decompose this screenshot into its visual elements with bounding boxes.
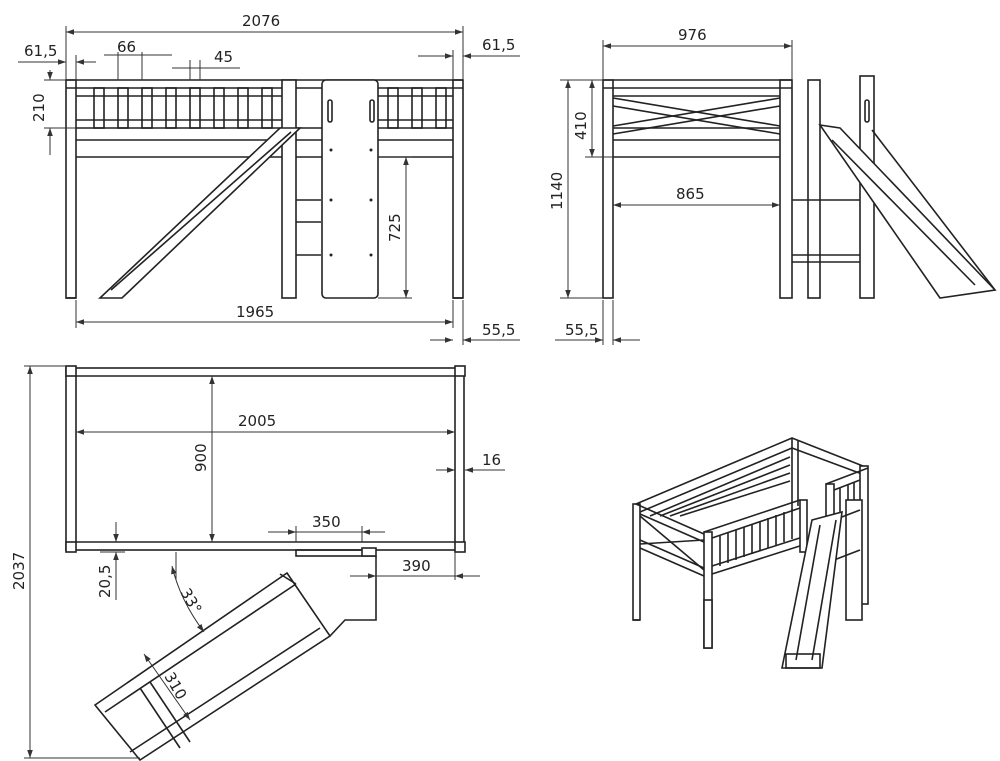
dim-side-post-width: 55,5 bbox=[565, 321, 598, 339]
front-center-board bbox=[321, 79, 379, 299]
top-dimensions: 2037 2005 900 16 350 390 20,5 33° 310 bbox=[10, 365, 505, 759]
front-dimensions: 2076 61,5 66 45 61,5 210 725 1965 5 bbox=[18, 12, 520, 345]
dim-front-post-offset-right: 61,5 bbox=[482, 36, 515, 54]
dim-front-ladder-height: 725 bbox=[386, 213, 404, 242]
dim-side-rail-height: 410 bbox=[572, 111, 590, 140]
iso-front-bars bbox=[719, 509, 793, 566]
side-right-post bbox=[779, 79, 793, 299]
dim-top-frame-length: 2005 bbox=[238, 412, 276, 430]
top-frame bbox=[65, 367, 465, 551]
side-dimensions: 976 410 1140 865 55,5 bbox=[548, 26, 793, 345]
dim-side-total-height: 1140 bbox=[548, 172, 566, 210]
dim-front-inner-width: 1965 bbox=[236, 303, 274, 321]
side-left-post bbox=[602, 79, 614, 299]
dim-side-inner-depth: 865 bbox=[676, 185, 705, 203]
top-post-tr bbox=[454, 365, 466, 377]
dim-front-post-width: 55,5 bbox=[482, 321, 515, 339]
top-post-br bbox=[454, 541, 466, 553]
front-left-post bbox=[65, 79, 77, 299]
top-post-bl bbox=[65, 541, 77, 553]
front-rail-bars bbox=[76, 87, 453, 129]
front-view bbox=[65, 79, 464, 299]
dim-side-overall-depth: 976 bbox=[678, 26, 707, 44]
iso-slide bbox=[781, 510, 843, 669]
dim-top-total-length: 2037 bbox=[10, 552, 28, 590]
side-slide bbox=[818, 123, 997, 299]
iso-post-front-left bbox=[632, 503, 641, 621]
top-post-tl bbox=[65, 365, 77, 377]
ladder-post-left bbox=[281, 79, 297, 299]
dim-top-slide-angle: 33° bbox=[177, 585, 206, 617]
dim-front-bar-width: 45 bbox=[214, 48, 233, 66]
front-right-post bbox=[452, 79, 464, 299]
dim-top-frame-width: 900 bbox=[192, 443, 210, 472]
dim-top-rail-offset: 16 bbox=[482, 451, 501, 469]
side-view bbox=[602, 75, 997, 299]
dim-top-ladder-offset: 390 bbox=[402, 557, 431, 575]
dim-front-bar-pitch: 66 bbox=[117, 38, 136, 56]
top-slide bbox=[93, 571, 332, 761]
dim-top-gap: 20,5 bbox=[96, 565, 114, 598]
dim-front-overall-width: 2076 bbox=[242, 12, 280, 30]
dim-front-rail-height: 210 bbox=[30, 93, 48, 122]
isometric-view bbox=[632, 437, 869, 669]
side-ladder-post bbox=[807, 79, 821, 299]
dim-top-ladder-width: 350 bbox=[312, 513, 341, 531]
dim-front-post-offset-left: 61,5 bbox=[24, 42, 57, 60]
